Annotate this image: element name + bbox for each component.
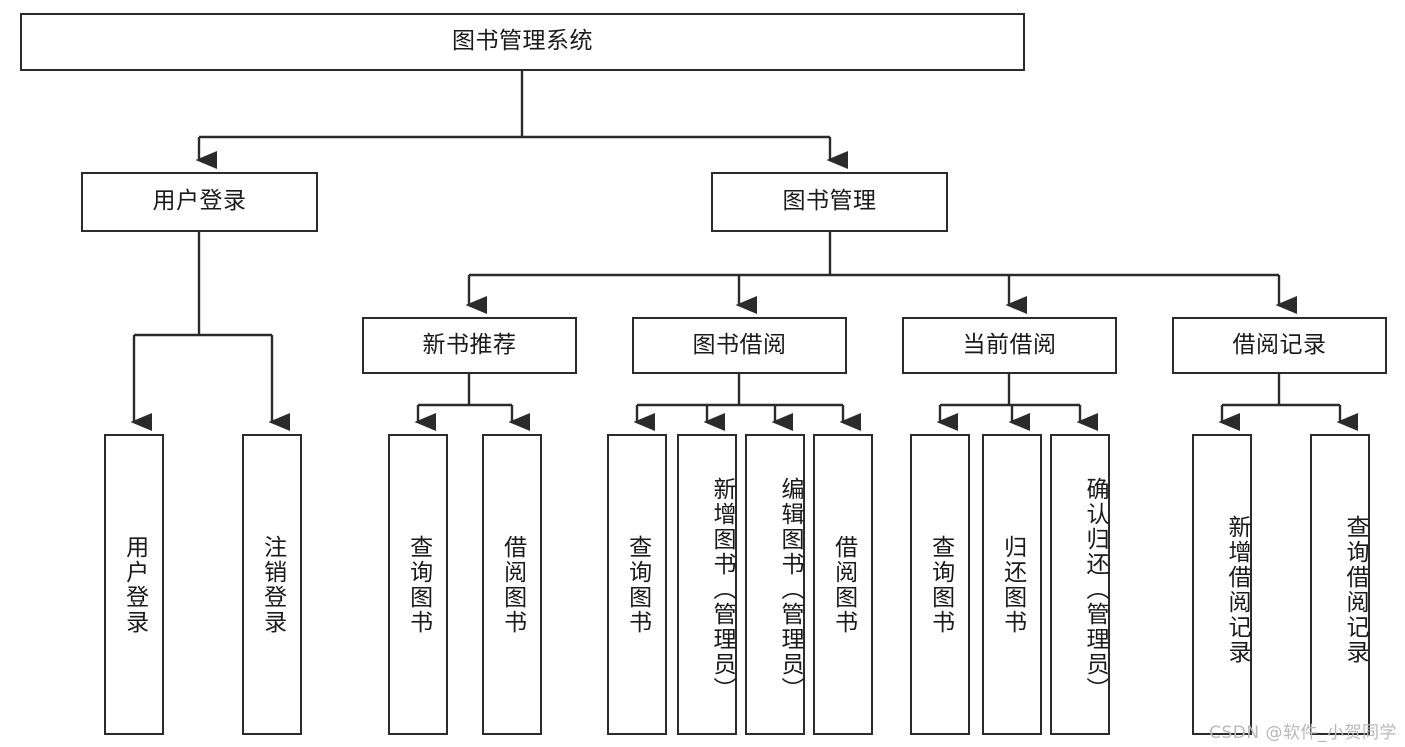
node-leaf-query-book-recommend[interactable]: 查询图书	[388, 434, 448, 735]
node-leaf-user-login[interactable]: 用户登录	[104, 434, 164, 735]
node-current-borrow[interactable]: 当前借阅	[902, 317, 1117, 374]
node-leaf-query-borrow-record[interactable]: 查询借阅记录	[1310, 434, 1370, 735]
node-leaf-query-book-borrow[interactable]: 查询图书	[607, 434, 667, 735]
node-leaf-return-book[interactable]: 归还图书	[982, 434, 1042, 735]
node-new-book-recommend[interactable]: 新书推荐	[362, 317, 577, 374]
node-leaf-add-borrow-record[interactable]: 新增借阅记录	[1192, 434, 1252, 735]
node-leaf-edit-book-admin[interactable]: 编辑图书（管理员）	[745, 434, 805, 735]
node-leaf-confirm-return-admin[interactable]: 确认归还（管理员）	[1050, 434, 1110, 735]
node-leaf-logout[interactable]: 注销登录	[242, 434, 302, 735]
node-book-management[interactable]: 图书管理	[711, 172, 948, 232]
node-leaf-add-book-admin[interactable]: 新增图书（管理员）	[677, 434, 737, 735]
watermark-csdn: CSDN @软件_小贺同学	[1209, 723, 1397, 743]
node-root[interactable]: 图书管理系统	[20, 13, 1025, 71]
node-leaf-borrow-book[interactable]: 借阅图书	[813, 434, 873, 735]
node-leaf-borrow-book-recommend[interactable]: 借阅图书	[482, 434, 542, 735]
node-user-login[interactable]: 用户登录	[81, 172, 318, 232]
node-leaf-query-book-current[interactable]: 查询图书	[910, 434, 970, 735]
node-book-borrow[interactable]: 图书借阅	[632, 317, 847, 374]
node-borrow-record[interactable]: 借阅记录	[1172, 317, 1387, 374]
